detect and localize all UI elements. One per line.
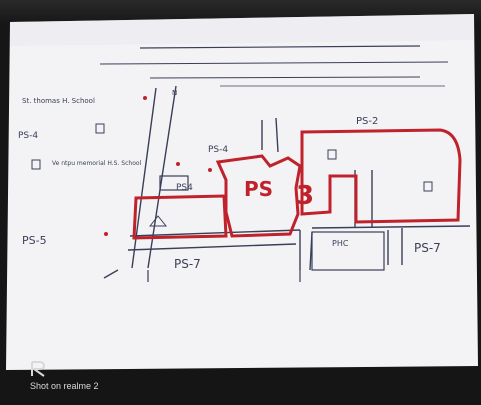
red-dot xyxy=(208,168,212,172)
house-icon xyxy=(95,123,105,134)
header-line-1 xyxy=(139,45,421,49)
label-ps3-number: 3 xyxy=(296,181,314,211)
label-ps5: PS-5 xyxy=(22,234,47,247)
label-ps4-center: PS-4 xyxy=(208,145,228,155)
label-school: St. thomas H. School xyxy=(22,97,95,105)
label-north: N xyxy=(172,89,177,97)
header-line-2 xyxy=(99,61,449,65)
label-ps2: PS-2 xyxy=(356,116,378,127)
red-dot xyxy=(143,96,147,100)
ps2-boundary xyxy=(300,128,462,224)
label-phc: PHC xyxy=(332,239,349,248)
house-icon xyxy=(423,181,433,192)
header-line-3 xyxy=(149,76,421,79)
house-icon xyxy=(327,149,337,160)
red-dot xyxy=(176,162,180,166)
paper-sheet xyxy=(6,14,478,370)
red-dot xyxy=(104,232,108,236)
label-ps4-left: PS-4 xyxy=(18,131,38,141)
paper-shade xyxy=(10,14,474,46)
label-ps7-right: PS-7 xyxy=(414,241,441,255)
label-ps7-left: PS-7 xyxy=(174,257,201,271)
label-ps3: PS xyxy=(244,177,273,201)
ps-left-boundary xyxy=(132,194,228,240)
house-icon xyxy=(31,159,41,170)
building-outlines xyxy=(159,175,385,271)
label-ps4-mid: PS4 xyxy=(176,183,193,193)
tent-icon xyxy=(148,215,168,227)
watermark-text: Shot on realme 2 xyxy=(30,381,99,391)
label-hs-school: Ve ntpu memorial H.S. School xyxy=(52,160,142,167)
realme-logo-icon xyxy=(30,361,46,377)
